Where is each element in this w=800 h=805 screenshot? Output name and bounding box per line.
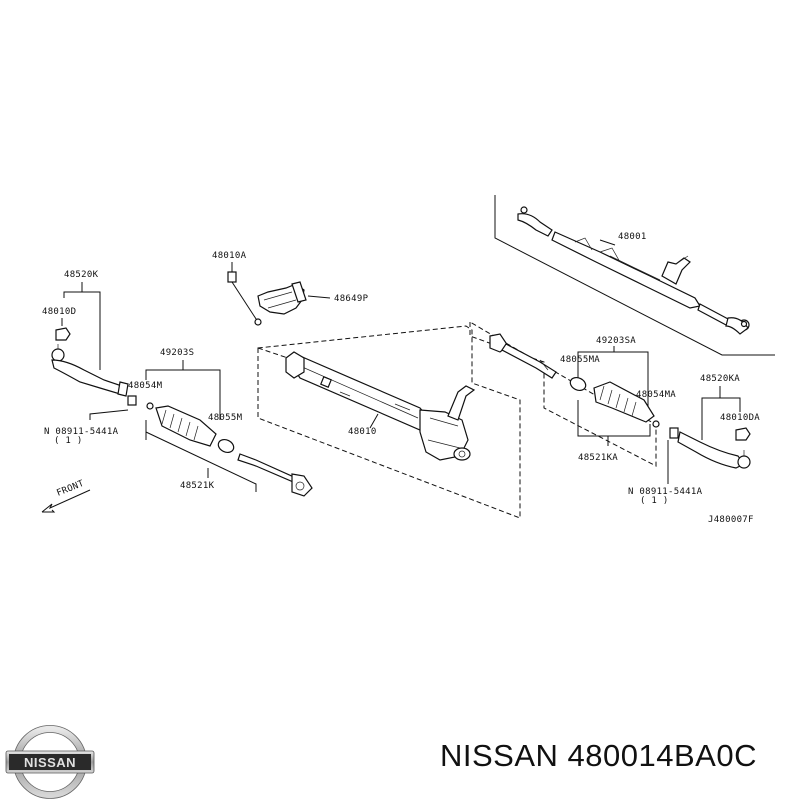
label-48054MA: 48054MA bbox=[636, 390, 676, 400]
gear-assembly-inset: 48001 bbox=[494, 195, 775, 356]
label-48649P: 48649P bbox=[334, 294, 369, 304]
label-48010A: 48010A bbox=[212, 251, 247, 261]
front-label: FRONT bbox=[55, 479, 86, 499]
label-48521KA: 48521KA bbox=[578, 453, 618, 463]
nissan-logo: NISSAN bbox=[2, 722, 98, 800]
label-48055MA: 48055MA bbox=[560, 355, 600, 365]
label-48055M: 48055M bbox=[208, 413, 243, 423]
label-49203SA: 49203SA bbox=[596, 336, 636, 346]
label-48010DA: 48010DA bbox=[720, 413, 760, 423]
caption: NISSAN 480014BA0C bbox=[440, 738, 757, 774]
label-08911-left-qty: ( 1 ) bbox=[54, 436, 83, 446]
label-08911-right-qty: ( 1 ) bbox=[640, 496, 669, 506]
label-48520KA: 48520KA bbox=[700, 374, 740, 384]
label-48521K: 48521K bbox=[180, 481, 215, 491]
mount-bracket-48649P: 48649P 48010A bbox=[212, 251, 369, 326]
rack-housing-48010: 48010 bbox=[257, 325, 521, 519]
drawing-code: J480007F bbox=[708, 515, 754, 525]
left-tie-rod-group: 48520K 48010D 49203S 48054M 48055M bbox=[42, 270, 313, 497]
label-08911-right: N 08911-5441A bbox=[628, 487, 703, 497]
caption-part-number: 480014BA0C bbox=[567, 738, 757, 773]
label-48010D: 48010D bbox=[42, 307, 76, 317]
label-08911-left: N 08911-5441A bbox=[44, 427, 119, 437]
front-arrow: FRONT bbox=[41, 479, 91, 513]
caption-brand: NISSAN bbox=[440, 738, 559, 773]
logo-text: NISSAN bbox=[24, 755, 76, 770]
label-49203S: 49203S bbox=[160, 348, 194, 358]
label-48520K: 48520K bbox=[64, 270, 99, 280]
right-tie-rod-group: 49203SA 48055MA 48054MA 48521KA 48520KA … bbox=[469, 321, 760, 506]
label-48054M: 48054M bbox=[128, 381, 163, 391]
label-48010: 48010 bbox=[348, 427, 377, 437]
label-48001: 48001 bbox=[618, 232, 647, 242]
